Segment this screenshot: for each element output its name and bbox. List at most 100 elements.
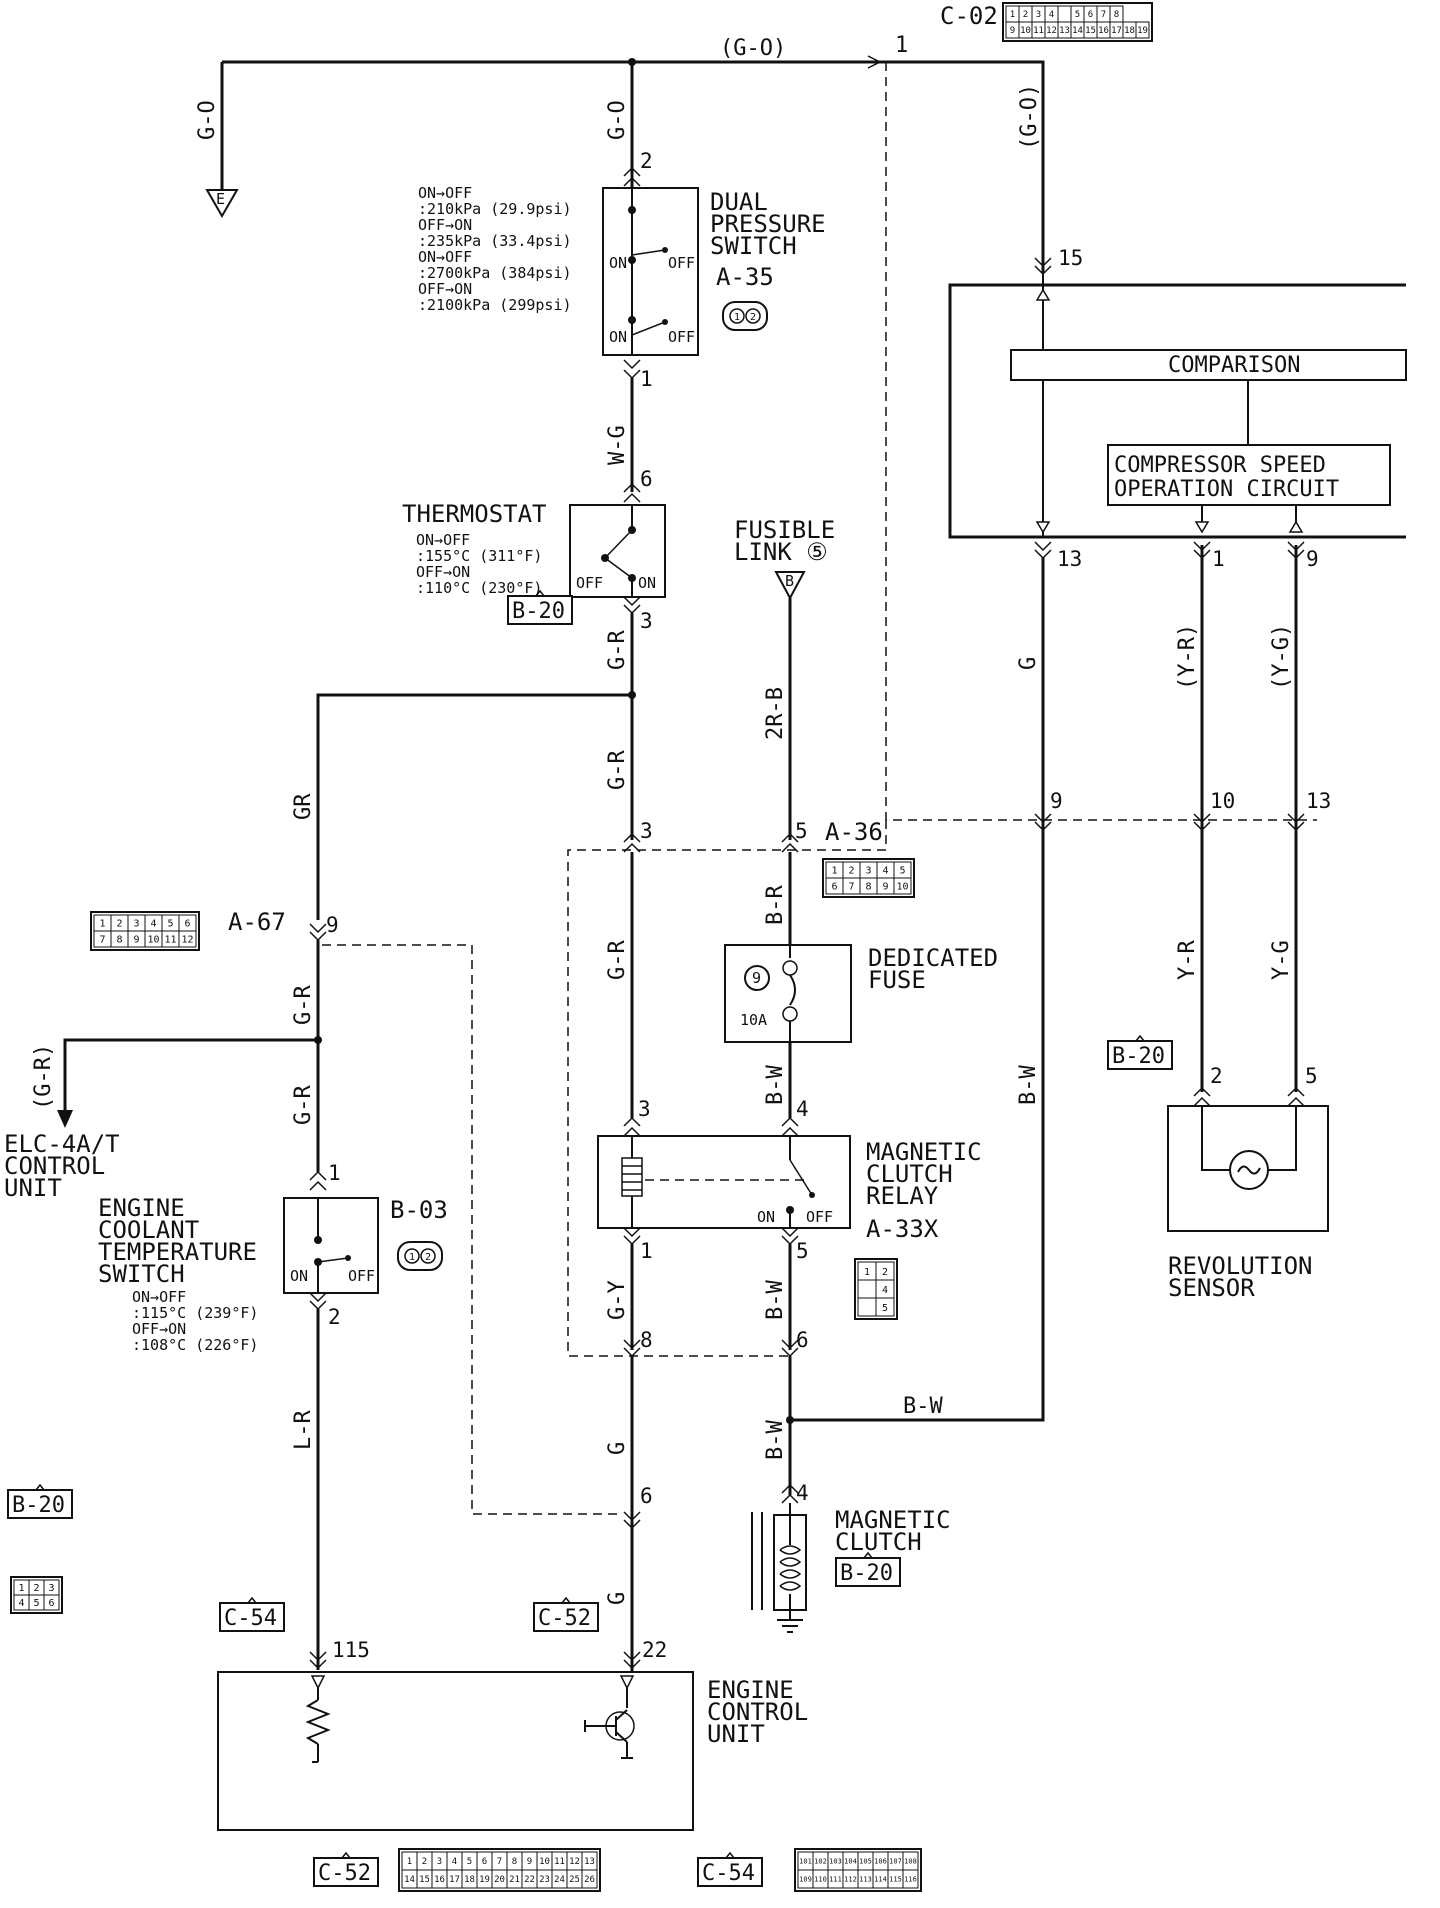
rs-pin-5: 5 — [1305, 1064, 1318, 1088]
rs-title-1: SENSOR — [1168, 1274, 1255, 1302]
dps-specs: ON→OFF :210kPa (29.9psi) OFF→ON :235kPa … — [418, 184, 572, 314]
thermo-title: THERMOSTAT — [402, 500, 547, 528]
dps-spec-4: ON→OFF — [418, 248, 472, 266]
pin-a36-9: 9 — [1050, 789, 1063, 813]
fuse-terminal — [782, 1006, 798, 1022]
wire-label-gr-a: G-R — [605, 630, 630, 670]
connector-pin-label: 9 — [882, 882, 888, 893]
connector-pin-label: 114 — [874, 1876, 887, 1884]
wire-label-yg: Y-G — [1269, 940, 1294, 980]
connector-chevron — [1287, 541, 1305, 560]
comparison-block — [1010, 349, 1407, 381]
connector-chevron — [1193, 1086, 1211, 1107]
wire-label-g-a: G — [605, 1442, 630, 1455]
ecu-pin-115: 115 — [332, 1638, 370, 1662]
connector-b20-icon: B-20 — [507, 589, 573, 625]
connector-pin-label: 5 — [33, 1598, 39, 1609]
connector-pin-label: 12 — [1046, 26, 1057, 36]
connector-pin-label: 18 — [1124, 26, 1135, 36]
connector-pin — [178, 930, 197, 948]
connector-pin-label: 19 — [1137, 26, 1148, 36]
svg-text:B-20: B-20 — [512, 599, 565, 624]
thermo-blade — [604, 529, 633, 559]
connector-pin-label: 112 — [844, 1876, 857, 1884]
cu-arrow-icon — [1035, 521, 1051, 534]
connector-pin-label: 3 — [437, 1857, 442, 1867]
connector-pin — [581, 1869, 598, 1889]
dps-switch-blade — [631, 249, 666, 256]
cu-pin-9: 9 — [1306, 547, 1319, 571]
dps-contact — [628, 206, 636, 214]
connector-pin-label: 1 — [1010, 10, 1015, 20]
connector-c52-icon: C-52 — [313, 1851, 379, 1887]
svg-text:1: 1 — [409, 1252, 415, 1263]
connector-pin-label: 19 — [479, 1875, 490, 1885]
ect-pin-top: 1 — [328, 1161, 341, 1185]
connector-pin-label: 26 — [584, 1875, 595, 1885]
connector-pin — [1135, 21, 1150, 39]
dps-spec-7: :2100kPa (299psi) — [418, 296, 572, 314]
wire-label-gr-c: G-R — [605, 940, 630, 980]
connector-pin-label: 4 — [1049, 10, 1054, 20]
thermo-off-label: OFF — [576, 574, 603, 592]
dps-contact — [662, 247, 668, 253]
wire-label-yr-paren: (Y-R) — [1175, 624, 1200, 690]
wire-label-gr-left3: G-R — [291, 1085, 316, 1125]
ect-spec-3: :108°C (226°F) — [132, 1336, 258, 1354]
magnetic-clutch-icon — [751, 1503, 807, 1633]
connector-pin-label: 11 — [554, 1857, 565, 1867]
connector-chevron — [623, 1116, 641, 1137]
connector-pin-label: 3 — [1036, 10, 1041, 20]
wire-label-go-top: (G-O) — [720, 36, 786, 61]
pin-8: 8 — [640, 1328, 653, 1352]
connector-pin-label: 108 — [904, 1858, 917, 1866]
connector-pin-label: 8 — [116, 935, 122, 946]
wire-label-lr: L-R — [291, 1410, 316, 1450]
wire-go-bus — [222, 60, 1045, 273]
ect-pin-bot: 2 — [328, 1305, 341, 1329]
connector-pin-label: 8 — [1114, 10, 1119, 20]
connector-pin-label: 4 — [150, 919, 156, 930]
connector-pin-label: 13 — [584, 1857, 595, 1867]
dps-contact — [628, 316, 636, 324]
cu-arrow-icon — [1194, 521, 1210, 534]
connector-chevron — [1287, 1086, 1305, 1107]
connector-pin-label: 104 — [844, 1858, 857, 1866]
connector-pin-label: 14 — [1072, 26, 1083, 36]
connector-pin-label: 5 — [1075, 10, 1080, 20]
connector-pin-label: 102 — [814, 1858, 827, 1866]
ect-title-1: COOLANT — [98, 1216, 199, 1244]
ect-title-2: TEMPERATURE — [98, 1238, 257, 1266]
relay-switch-blade — [789, 1159, 813, 1196]
connector-pin-label: 6 — [184, 919, 190, 930]
connector-pin-label: 13 — [1059, 26, 1070, 36]
cu-arrow-icon — [1035, 288, 1051, 301]
wire-label-go-right: (G-O) — [1017, 84, 1042, 150]
ect-title-0: ENGINE — [98, 1194, 185, 1222]
fusible-title-0: FUSIBLE — [734, 516, 835, 544]
wire-label-go-left: G-O — [195, 100, 220, 140]
engine-coolant-temperature-switch — [283, 1197, 379, 1294]
thermo-spec-1: :155°C (311°F) — [416, 547, 542, 565]
connector-pin-label: 7 — [99, 935, 105, 946]
connector-pin-label: 6 — [1088, 10, 1093, 20]
connector-pin-label: 2 — [116, 919, 122, 930]
connector-pin-label: 25 — [569, 1875, 580, 1885]
connector-pin-label: 23 — [539, 1875, 550, 1885]
connector-label-c02: C-02 — [940, 2, 998, 30]
connector-chevron — [1034, 813, 1052, 832]
connector-chevron — [1287, 813, 1305, 832]
pin-relay-4: 4 — [796, 1097, 809, 1121]
elc-title-1: CONTROL — [4, 1152, 105, 1180]
svg-text:4: 4 — [882, 1285, 888, 1296]
connector-pin-label: 8 — [512, 1857, 517, 1867]
connector-pin-label: 1 — [99, 919, 105, 930]
comparison-unit-frame — [948, 283, 1406, 539]
dps-spec-1: :210kPa (29.9psi) — [418, 200, 572, 218]
connector-pin-label: 2 — [33, 1583, 39, 1594]
wire-label-bw-right: B-W — [1016, 1065, 1041, 1105]
compressor-speed-circuit — [1107, 444, 1391, 506]
connector-pin-label: 11 — [164, 935, 176, 946]
